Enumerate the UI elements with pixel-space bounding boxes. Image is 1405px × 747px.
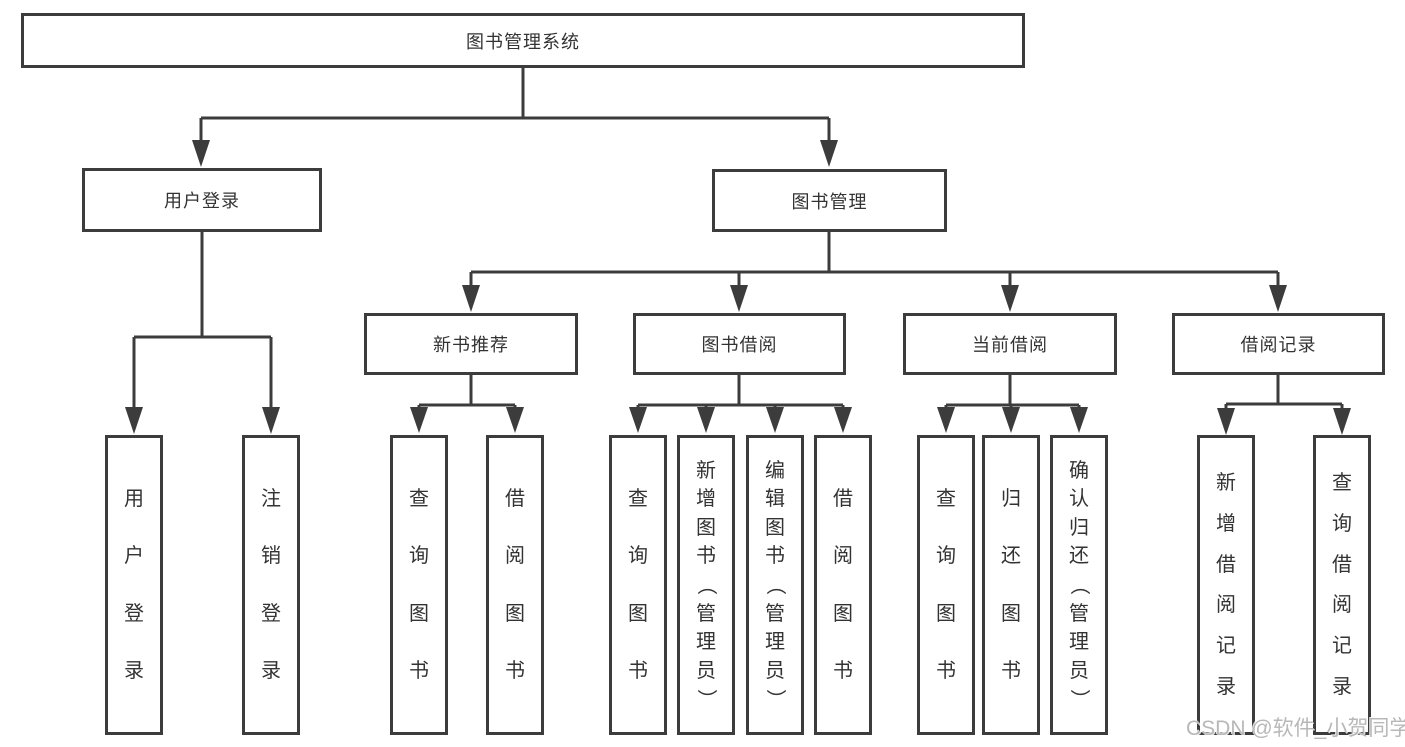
leaf-logout: 注销登录 xyxy=(242,435,300,735)
leaf-edit-books-admin: 编辑图书 （ 管理员 ） xyxy=(746,435,804,735)
vertical-char: 图 xyxy=(628,602,648,625)
vertical-char: 认 xyxy=(1069,488,1089,511)
vertical-char: 询 xyxy=(409,545,429,568)
node-label: 图书管理 xyxy=(791,191,868,212)
vertical-char: 户 xyxy=(124,545,144,568)
vertical-char: 借 xyxy=(833,488,853,511)
vertical-char: 管 xyxy=(765,602,785,625)
vertical-char: 书 xyxy=(409,659,429,682)
vertical-char: （ xyxy=(764,574,786,595)
vertical-char: 归 xyxy=(1069,516,1089,539)
vertical-char: 阅 xyxy=(1332,594,1352,617)
leaf-confirm-return-admin: 确认归还 （ 管理员 ） xyxy=(1050,435,1108,735)
vertical-char: 图 xyxy=(505,602,525,625)
vertical-char: 查 xyxy=(1332,471,1352,494)
leaf-query-books: 查询图书 xyxy=(609,435,667,735)
vertical-char: 录 xyxy=(124,659,144,682)
vertical-char: 图 xyxy=(833,602,853,625)
vertical-char: 图 xyxy=(409,602,429,625)
vertical-char: ） xyxy=(695,689,717,710)
vertical-char: 询 xyxy=(936,545,956,568)
vertical-char: 书 xyxy=(696,545,716,568)
vertical-char: 书 xyxy=(765,545,785,568)
vertical-char: 借 xyxy=(505,488,525,511)
leaf-query-books: 查询图书 xyxy=(390,435,448,735)
leaf-borrow-books: 借阅图书 xyxy=(814,435,872,735)
node-label: 借阅记录 xyxy=(1240,335,1317,355)
vertical-char: 查 xyxy=(936,488,956,511)
vertical-char: 询 xyxy=(1332,512,1352,535)
node-label: 图书管理系统 xyxy=(466,31,580,52)
leaf-borrow-books: 借阅图书 xyxy=(486,435,544,735)
vertical-char: 阅 xyxy=(1216,594,1236,617)
vertical-char: 还 xyxy=(1069,545,1089,568)
vertical-char: 书 xyxy=(505,659,525,682)
vertical-char: 管 xyxy=(1069,602,1089,625)
vertical-char: 图 xyxy=(1001,602,1021,625)
leaf-query-borrow-record: 查询借阅记录 xyxy=(1313,435,1371,735)
vertical-char: 归 xyxy=(1001,488,1021,511)
node-book-management: 图书管理 xyxy=(712,169,947,232)
leaf-query-books: 查询图书 xyxy=(917,435,975,735)
node-borrowing-records: 借阅记录 xyxy=(1172,313,1385,375)
vertical-char: （ xyxy=(695,574,717,595)
vertical-char: 录 xyxy=(1216,676,1236,699)
node-label: 当前借阅 xyxy=(972,335,1048,355)
vertical-char: 辑 xyxy=(765,488,785,511)
vertical-char: 图 xyxy=(765,516,785,539)
vertical-char: 确 xyxy=(1069,459,1089,482)
vertical-char: 录 xyxy=(261,659,281,682)
vertical-char: ） xyxy=(764,689,786,710)
vertical-char: 增 xyxy=(1216,512,1236,535)
vertical-char: 销 xyxy=(261,545,281,568)
vertical-char: 书 xyxy=(936,659,956,682)
vertical-char: 记 xyxy=(1332,635,1352,658)
vertical-char: 书 xyxy=(833,659,853,682)
vertical-char: 查 xyxy=(409,488,429,511)
leaf-add-books-admin: 新增图书 （ 管理员 ） xyxy=(677,435,735,735)
vertical-char: 登 xyxy=(261,602,281,625)
vertical-char: 新 xyxy=(696,459,716,482)
csdn-watermark: CSDN @软件_小贺同学 xyxy=(1186,717,1405,740)
vertical-char: 用 xyxy=(124,488,144,511)
node-label: 图书借阅 xyxy=(701,335,778,355)
vertical-char: 图 xyxy=(696,516,716,539)
node-library-management-system: 图书管理系统 xyxy=(21,13,1025,68)
vertical-char: 登 xyxy=(124,602,144,625)
node-label: 用户登录 xyxy=(164,191,240,211)
vertical-char: 编 xyxy=(765,459,785,482)
vertical-char: 员 xyxy=(765,659,785,682)
leaf-add-borrow-record: 新增借阅记录 xyxy=(1197,435,1255,735)
node-new-book-recommend: 新书推荐 xyxy=(364,313,578,375)
leaf-user-login: 用户登录 xyxy=(105,435,163,735)
vertical-char: （ xyxy=(1068,574,1090,595)
vertical-char: 新 xyxy=(1216,471,1236,494)
vertical-char: 阅 xyxy=(505,545,525,568)
node-user-login: 用户登录 xyxy=(82,168,322,232)
node-book-borrowing: 图书借阅 xyxy=(633,313,846,375)
vertical-char: 注 xyxy=(261,488,281,511)
vertical-char: 借 xyxy=(1216,553,1236,576)
vertical-char: 理 xyxy=(696,631,716,654)
vertical-char: 管 xyxy=(696,602,716,625)
vertical-char: 书 xyxy=(1001,659,1021,682)
vertical-char: 还 xyxy=(1001,545,1021,568)
vertical-char: 阅 xyxy=(833,545,853,568)
leaf-return-books: 归还图书 xyxy=(982,435,1040,735)
vertical-char: 录 xyxy=(1332,676,1352,699)
vertical-char: 书 xyxy=(628,659,648,682)
vertical-char: 员 xyxy=(1069,659,1089,682)
node-label: 新书推荐 xyxy=(433,335,509,355)
vertical-char: 查 xyxy=(628,488,648,511)
vertical-char: 记 xyxy=(1216,635,1236,658)
vertical-char: 询 xyxy=(628,545,648,568)
node-current-borrowing: 当前借阅 xyxy=(903,313,1117,375)
vertical-char: 图 xyxy=(936,602,956,625)
vertical-char: 理 xyxy=(1069,631,1089,654)
vertical-char: ） xyxy=(1068,689,1090,710)
vertical-char: 理 xyxy=(765,631,785,654)
vertical-char: 员 xyxy=(696,659,716,682)
vertical-char: 增 xyxy=(696,488,716,511)
vertical-char: 借 xyxy=(1332,553,1352,576)
